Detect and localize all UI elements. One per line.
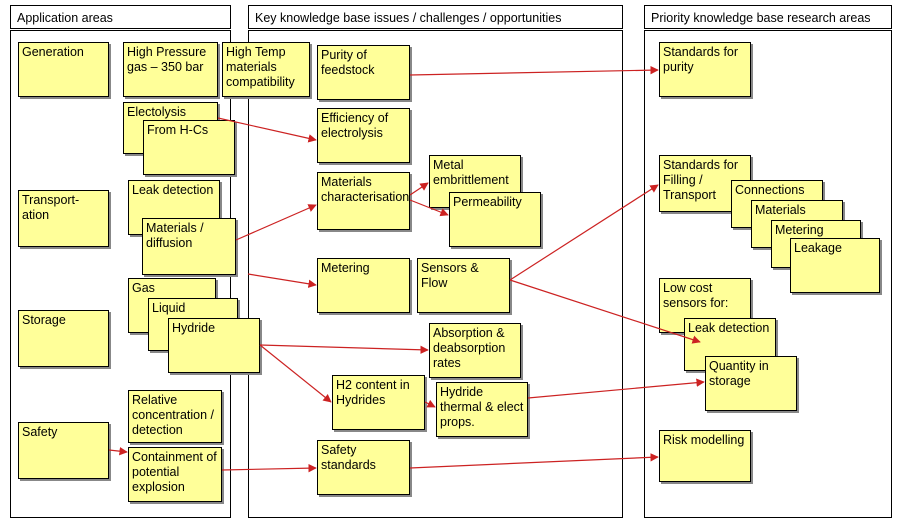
column-header-issues: Key knowledge base issues / challenges /… xyxy=(248,5,623,29)
note-transportation: Transport-ation xyxy=(18,190,109,247)
note-absorption-rates: Absorption & deabsorption rates xyxy=(429,323,521,378)
note-materials-characterisation: Materials characterisation xyxy=(317,172,410,230)
note-standards-for-purity: Standards for purity xyxy=(659,42,751,97)
note-safety: Safety xyxy=(18,422,109,479)
note-safety-standards: Safety standards xyxy=(317,440,410,495)
column-header-priority: Priority knowledge base research areas xyxy=(644,5,892,29)
note-from-hcs: From H-Cs xyxy=(143,120,235,175)
note-sensors-flow: Sensors & Flow xyxy=(417,258,510,313)
note-hydride: Hydride xyxy=(168,318,260,373)
note-leakage: Leakage xyxy=(790,238,880,293)
note-hydride-thermal: Hydride thermal & elect props. xyxy=(436,382,528,437)
note-containment: Containment of potential explosion xyxy=(128,447,222,502)
note-storage: Storage xyxy=(18,310,109,367)
note-high-temp-materials: High Temp materials compatibility xyxy=(222,42,310,97)
note-risk-modelling: Risk modelling xyxy=(659,430,751,482)
note-generation: Generation xyxy=(18,42,109,97)
note-permeability: Permeability xyxy=(449,192,541,247)
note-relative-concentration: Relative concentration / detection xyxy=(128,390,222,443)
note-materials-diffusion: Materials / diffusion xyxy=(142,218,236,275)
note-h2-content-hydrides: H2 content in Hydrides xyxy=(332,375,425,430)
note-efficiency-of-electrolysis: Efficiency of electrolysis xyxy=(317,108,410,163)
note-purity-of-feedstock: Purity of feedstock xyxy=(317,45,410,100)
note-metering-issue: Metering xyxy=(317,258,410,313)
note-high-pressure-gas: High Pressure gas – 350 bar xyxy=(123,42,218,97)
note-quantity-in-storage: Quantity in storage xyxy=(705,356,797,411)
column-header-application: Application areas xyxy=(10,5,231,29)
